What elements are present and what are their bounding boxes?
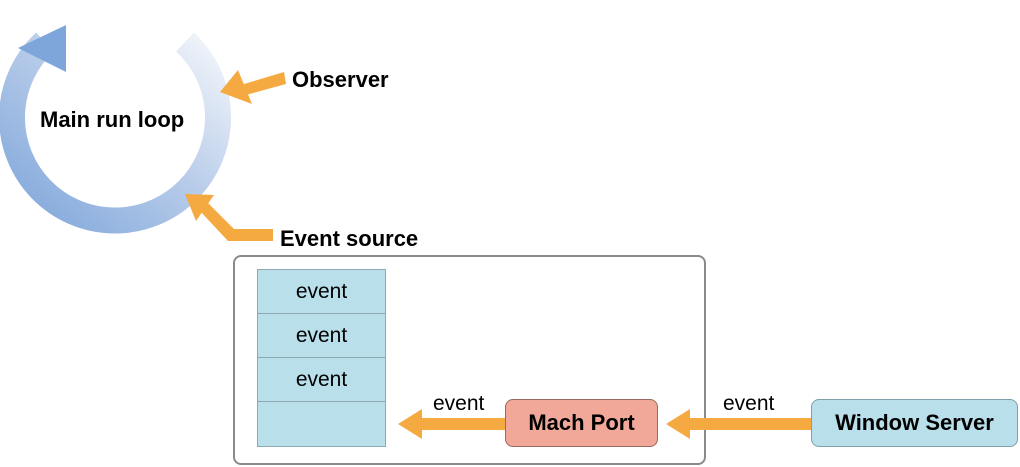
port-to-queue-arrow (398, 409, 506, 439)
window-server-node: Window Server (811, 399, 1018, 447)
main-run-loop-label: Main run loop (40, 107, 185, 132)
observer-label: Observer (292, 67, 389, 92)
run-loop-arrowhead (18, 25, 66, 72)
port-to-queue-label: event (433, 392, 485, 415)
queue-slot (258, 402, 385, 446)
queue-slot: event (258, 270, 385, 314)
event-source-arrow (185, 194, 273, 241)
queue-slot: event (258, 358, 385, 402)
server-to-port-arrow (666, 409, 812, 439)
event-source-label: Event source (280, 226, 419, 251)
mach-port-node: Mach Port (505, 399, 658, 447)
server-to-port-label: event (723, 392, 775, 415)
queue-slot: event (258, 314, 385, 358)
observer-arrow (220, 70, 286, 104)
run-loop-ring (0, 32, 231, 234)
